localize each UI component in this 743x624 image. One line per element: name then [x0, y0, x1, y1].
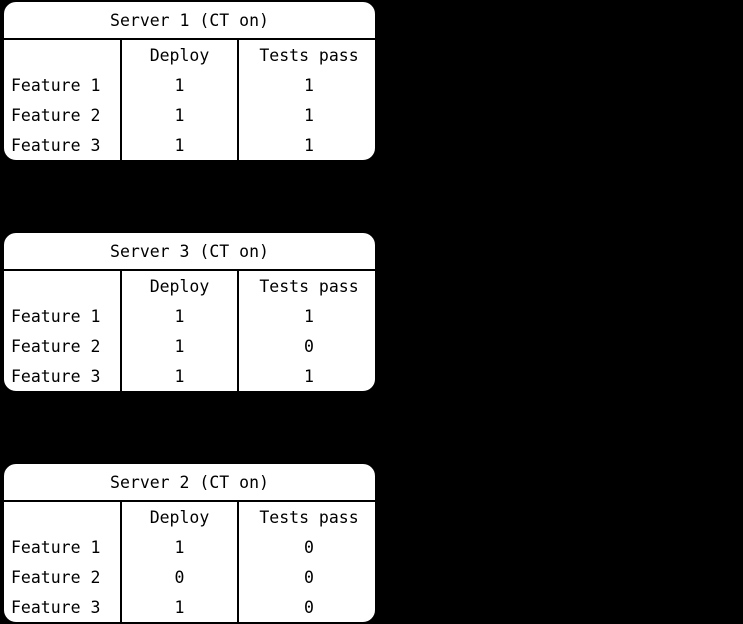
- table-row: Feature 3 1 1: [4, 130, 375, 160]
- row-label: Feature 1: [4, 301, 122, 331]
- cell-deploy: 1: [121, 130, 239, 160]
- row-label: Feature 3: [4, 130, 122, 160]
- cell-tests-pass: 1: [304, 306, 314, 326]
- table-row: Feature 2 1 1: [4, 100, 375, 130]
- cell-tests-pass: 1: [304, 135, 314, 155]
- status-table: Deploy Tests pass Feature 1 1 0 Feature …: [4, 502, 375, 622]
- table-row: Feature 2 1 0: [4, 331, 375, 361]
- row-label: Feature 3: [4, 592, 122, 622]
- card-title: Server 2 (CT on): [4, 464, 375, 502]
- cell-deploy: 1: [121, 532, 239, 562]
- cell-tests-pass: 1: [304, 366, 314, 386]
- table-row: Feature 1 1 1: [4, 70, 375, 100]
- table-header-row: Deploy Tests pass: [4, 271, 375, 301]
- server-status-card: Server 1 (CT on) Deploy Tests pass Featu…: [2, 0, 377, 162]
- column-header-blank: [4, 502, 122, 532]
- card-title: Server 3 (CT on): [4, 233, 375, 271]
- card-title: Server 1 (CT on): [4, 2, 375, 40]
- column-header-deploy: Deploy: [121, 271, 239, 301]
- table-row: Feature 2 0 0: [4, 562, 375, 592]
- table-row: Feature 1 1 0: [4, 532, 375, 562]
- cell-tests-pass: 0: [304, 597, 314, 617]
- row-label: Feature 2: [4, 331, 122, 361]
- column-header-tests-pass: Tests pass: [259, 45, 359, 65]
- cell-tests-pass: 0: [304, 336, 314, 356]
- cell-tests-pass: 0: [304, 567, 314, 587]
- table-row: Feature 3 1 0: [4, 592, 375, 622]
- server-status-card: Server 3 (CT on) Deploy Tests pass Featu…: [2, 231, 377, 393]
- cell-deploy: 1: [121, 592, 239, 622]
- server-status-card: Server 2 (CT on) Deploy Tests pass Featu…: [2, 462, 377, 624]
- table-header-row: Deploy Tests pass: [4, 502, 375, 532]
- column-header-blank: [4, 40, 122, 70]
- cell-tests-pass: 1: [304, 75, 314, 95]
- column-header-tests-pass: Tests pass: [259, 507, 359, 527]
- status-table: Deploy Tests pass Feature 1 1 1 Feature …: [4, 40, 375, 160]
- row-label: Feature 1: [4, 532, 122, 562]
- row-label: Feature 2: [4, 100, 122, 130]
- table-row: Feature 3 1 1: [4, 361, 375, 391]
- cell-tests-pass: 1: [304, 105, 314, 125]
- cell-deploy: 1: [121, 361, 239, 391]
- table-row: Feature 1 1 1: [4, 301, 375, 331]
- row-label: Feature 1: [4, 70, 122, 100]
- column-header-deploy: Deploy: [121, 502, 239, 532]
- cell-deploy: 0: [121, 562, 239, 592]
- row-label: Feature 2: [4, 562, 122, 592]
- column-header-tests-pass: Tests pass: [259, 276, 359, 296]
- cell-deploy: 1: [121, 70, 239, 100]
- status-table: Deploy Tests pass Feature 1 1 1 Feature …: [4, 271, 375, 391]
- table-header-row: Deploy Tests pass: [4, 40, 375, 70]
- row-label: Feature 3: [4, 361, 122, 391]
- cell-deploy: 1: [121, 331, 239, 361]
- cell-tests-pass: 0: [304, 537, 314, 557]
- cell-deploy: 1: [121, 301, 239, 331]
- column-header-deploy: Deploy: [121, 40, 239, 70]
- column-header-blank: [4, 271, 122, 301]
- cell-deploy: 1: [121, 100, 239, 130]
